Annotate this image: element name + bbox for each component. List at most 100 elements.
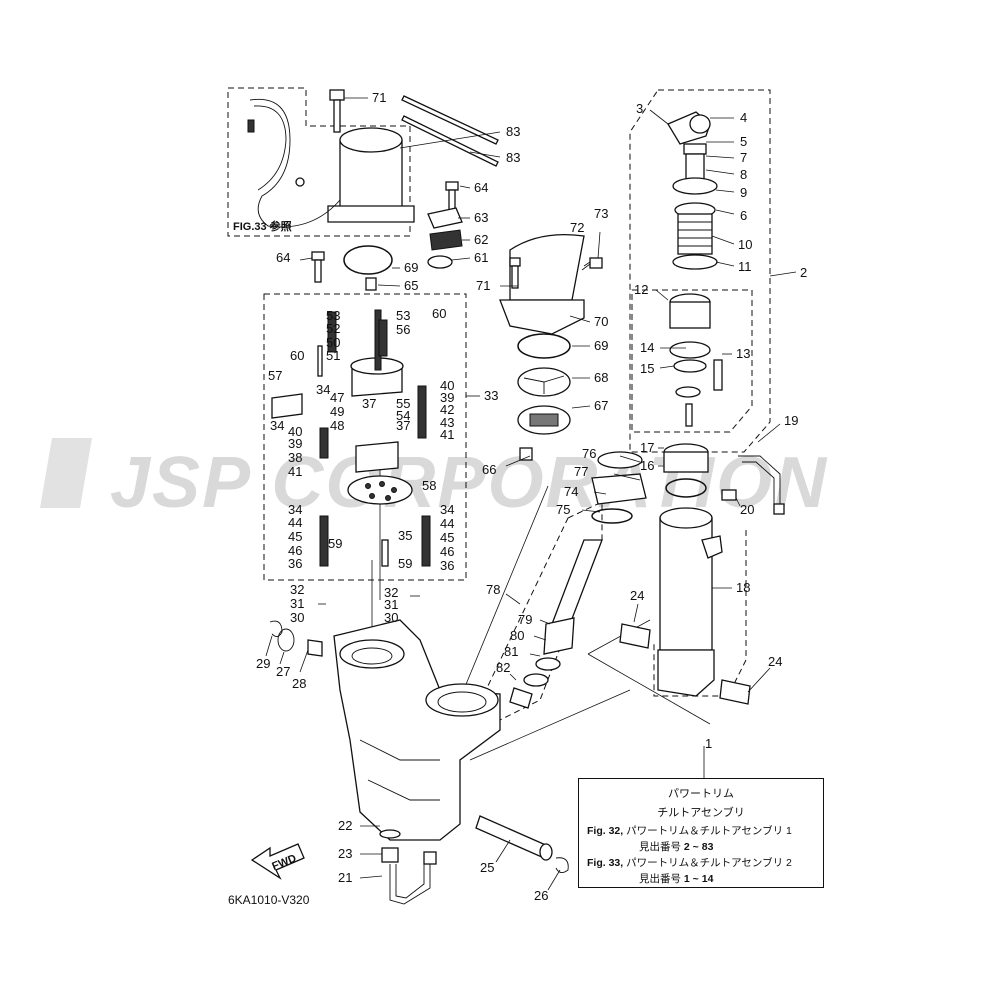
part-number: 72 — [570, 220, 584, 235]
group-78-box — [485, 501, 603, 721]
leader-lines — [265, 97, 797, 891]
part-number: 3 — [636, 101, 643, 116]
part-number: 76 — [582, 446, 596, 461]
bracket-housing — [269, 619, 569, 905]
part-number: 46 — [288, 543, 302, 558]
part-number: 30 — [290, 610, 304, 625]
part-number: 79 — [518, 612, 532, 627]
part-number: 34 — [316, 382, 330, 397]
part-number: 32 — [384, 585, 398, 600]
legend-row: Fig. 32, パワートリム＆チルトアセンブリ 1 — [587, 825, 792, 837]
part-number: 52 — [326, 321, 340, 336]
part-number: 5 — [740, 134, 747, 149]
part-number: 34 — [440, 502, 454, 517]
part-number: 18 — [736, 580, 750, 595]
group-12-box — [631, 289, 753, 433]
valve-body — [271, 309, 431, 567]
watermark-text: JSP CORPORATION — [110, 443, 828, 523]
part-number: 64 — [276, 250, 290, 265]
part-number: 27 — [276, 664, 290, 679]
part-number: 53 — [326, 308, 340, 323]
part-number: 37 — [362, 396, 376, 411]
part-number: 22 — [338, 818, 352, 833]
straps-83 — [401, 95, 499, 167]
part-number: 80 — [510, 628, 524, 643]
part-number: 69 — [594, 338, 608, 353]
part-number: 45 — [288, 529, 302, 544]
part-number: 33 — [484, 388, 498, 403]
part-number: 69 — [404, 260, 418, 275]
part-number: 9 — [740, 185, 747, 200]
part-number: 50 — [326, 335, 340, 350]
part-number: 78 — [486, 582, 500, 597]
legend-row: Fig. 33, パワートリム＆チルトアセンブリ 2 — [587, 857, 792, 869]
legend-title-line2: チルトアセンブリ — [657, 807, 745, 819]
part-number: 83 — [506, 124, 520, 139]
part-number: 71 — [476, 278, 490, 293]
part-number: 17 — [640, 440, 654, 455]
fwd-arrow: FWD — [250, 843, 305, 880]
part-number: 6 — [740, 208, 747, 223]
part-number: 70 — [594, 314, 608, 329]
part-number: 36 — [440, 558, 454, 573]
part-number: 12 — [634, 282, 648, 297]
part-number: 42 — [440, 402, 454, 417]
part-number: 20 — [740, 502, 754, 517]
part-number: 65 — [404, 278, 418, 293]
tilt-cylinder — [619, 111, 785, 705]
part-number: 10 — [738, 237, 752, 252]
part-number: 47 — [330, 390, 344, 405]
part-number: 36 — [288, 556, 302, 571]
part-number: 67 — [594, 398, 608, 413]
part-number: 1 — [705, 736, 712, 751]
manual-valve-assembly — [509, 451, 647, 709]
part-number: 24 — [768, 654, 782, 669]
part-number: 41 — [288, 464, 302, 479]
group-33-box — [263, 293, 467, 581]
part-number: 15 — [640, 361, 654, 376]
part-number: 81 — [504, 644, 518, 659]
part-number: 19 — [784, 413, 798, 428]
part-number: 29 — [256, 656, 270, 671]
part-number: 35 — [398, 528, 412, 543]
part-number: 73 — [594, 206, 608, 221]
part-number: 40 — [440, 378, 454, 393]
part-number: 75 — [556, 502, 570, 517]
part-number: 64 — [474, 180, 488, 195]
legend-title-line1: パワートリム — [668, 788, 734, 800]
part-number: 23 — [338, 846, 352, 861]
part-number: 58 — [422, 478, 436, 493]
part-number: 82 — [496, 660, 510, 675]
part-number: 46 — [440, 544, 454, 559]
part-number: 37 — [396, 418, 410, 433]
part-number: 68 — [594, 370, 608, 385]
part-number: 4 — [740, 110, 747, 125]
part-number: 28 — [292, 676, 306, 691]
part-number: 60 — [432, 306, 446, 321]
part-number: 30 — [384, 610, 398, 625]
part-number: 53 — [396, 308, 410, 323]
assembly-legend: パワートリム チルトアセンブリ Fig. 32, パワートリム＆チルトアセンブリ… — [578, 778, 824, 888]
part-numbers: 1 2 3 4 5 6 7 8 9 10 11 12 13 14 15 16 1… — [256, 90, 807, 903]
part-number: 39 — [440, 390, 454, 405]
part-number: 11 — [738, 259, 752, 274]
part-number: 56 — [396, 322, 410, 337]
bolt-71-top — [329, 89, 345, 133]
part-number: 83 — [506, 150, 520, 165]
part-number: 43 — [440, 415, 454, 430]
part-number: 21 — [338, 870, 352, 885]
part-number: 77 — [574, 464, 588, 479]
part-number: 44 — [288, 515, 302, 530]
fwd-arrow-icon — [250, 843, 305, 880]
part-number: 7 — [740, 150, 747, 165]
part-number: 25 — [480, 860, 494, 875]
part-number: 2 — [800, 265, 807, 280]
part-number: 51 — [326, 348, 340, 363]
part-number: 60 — [290, 348, 304, 363]
figure-code: 6KA1010-V320 — [228, 893, 310, 907]
small-parts-61-65 — [311, 181, 463, 291]
part-number: 59 — [398, 556, 412, 571]
part-number: 24 — [630, 588, 644, 603]
part-number: 34 — [288, 502, 302, 517]
